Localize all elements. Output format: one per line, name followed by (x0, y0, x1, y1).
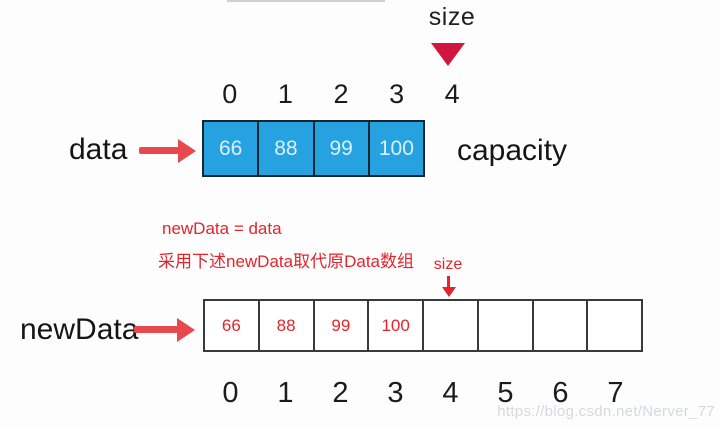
newdata-cell-5 (476, 301, 532, 350)
bottom-index-7: 7 (607, 377, 624, 409)
data-value-0: 66 (218, 136, 243, 160)
size-label-top: size (428, 3, 476, 31)
top-index-1: 1 (277, 79, 293, 109)
data-array-label: data (69, 133, 128, 166)
data-value-1: 88 (274, 136, 298, 160)
bottom-index-4: 4 (442, 377, 459, 409)
bottom-index-3: 3 (387, 377, 404, 409)
top-index-2: 2 (333, 79, 349, 109)
top-index-4: 4 (444, 79, 460, 109)
blog-watermark: https://blog.csdn.net/Nerver_77 (497, 403, 715, 420)
bottom-index-6: 6 (552, 377, 569, 409)
newdata-value-0: 66 (221, 315, 241, 335)
size-down-arrow-icon (442, 287, 456, 297)
newdata-cell-6 (531, 301, 587, 350)
bottom-index-2: 2 (332, 377, 349, 409)
size-pointer-triangle-icon (431, 43, 465, 66)
data-cell-0: 66 (204, 122, 257, 175)
newdata-cell-2: 99 (312, 301, 368, 350)
newdata-arrow-icon (134, 326, 178, 333)
newdata-value-2: 99 (331, 315, 351, 335)
newdata-value-3: 100 (381, 315, 410, 335)
top-array-index-row: 0 1 2 3 4 (202, 79, 480, 110)
newdata-cell-4 (422, 301, 477, 350)
data-cell-2: 99 (312, 122, 368, 175)
newdata-cell-0: 66 (205, 301, 258, 350)
newdata-cell-7 (586, 301, 641, 350)
bottom-index-0: 0 (222, 377, 239, 409)
data-value-3: 100 (378, 136, 414, 160)
annotation-line-2: 采用下述newData取代原Data数组 (158, 252, 415, 271)
newdata-cell-3: 100 (367, 301, 422, 350)
newdata-array: 66 88 99 100 (203, 299, 643, 352)
capacity-label: capacity (457, 134, 568, 167)
top-index-3: 3 (389, 79, 405, 109)
newdata-value-1: 88 (276, 315, 296, 335)
data-arrow-icon (139, 147, 179, 154)
bottom-index-5: 5 (497, 377, 514, 409)
newdata-array-label: newData (20, 313, 139, 346)
size-down-arrow-stem (447, 276, 450, 288)
data-array: 66 88 99 100 (202, 120, 425, 177)
top-index-0: 0 (222, 79, 238, 109)
data-cell-3: 100 (367, 122, 423, 175)
data-value-2: 99 (329, 136, 353, 160)
size-label-bottom: size (433, 256, 463, 273)
newdata-cell-1: 88 (257, 301, 313, 350)
annotation-line-1: newData = data (162, 219, 282, 238)
top-edge-crop-artifact (227, 0, 385, 2)
bottom-index-1: 1 (277, 377, 294, 409)
bottom-array-index-row: 0 1 2 3 4 5 6 7 (203, 377, 643, 410)
data-cell-1: 88 (257, 122, 312, 175)
